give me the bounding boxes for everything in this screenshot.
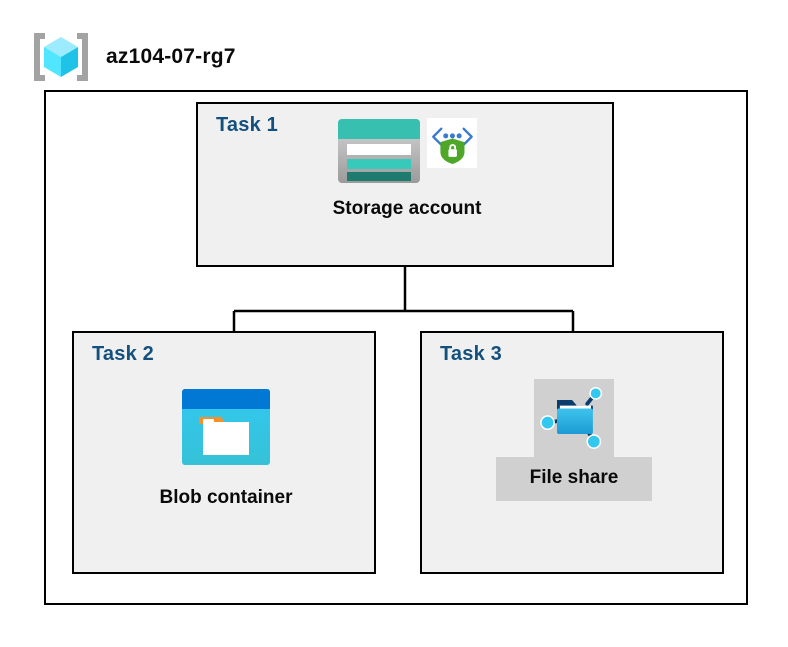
task-2-label: Task 2 xyxy=(92,343,154,365)
azure-resource-group-icon xyxy=(30,29,92,85)
file-share-icon xyxy=(538,383,610,456)
blob-container-node: Blob container xyxy=(104,388,348,509)
task-3-label: Task 3 xyxy=(440,343,502,365)
resource-group-header: az104-07-rg7 xyxy=(30,26,236,88)
blob-container-icon xyxy=(181,388,271,471)
storage-account-caption: Storage account xyxy=(332,198,482,219)
encryption-shield-icon xyxy=(427,118,477,173)
file-share-caption: File share xyxy=(529,467,619,488)
file-share-caption-highlight: File share xyxy=(495,457,653,501)
task-1-panel: Task 1 xyxy=(196,102,614,267)
task-2-panel: Task 2 Blob container xyxy=(72,331,376,574)
file-share-node: File share xyxy=(446,379,702,501)
storage-account-node: Storage account xyxy=(297,118,517,220)
storage-account-icon xyxy=(337,118,421,189)
file-share-icon-highlight xyxy=(534,379,614,459)
task-1-label: Task 1 xyxy=(216,114,278,136)
task-3-panel: Task 3 xyxy=(420,331,724,574)
storage-account-icon-group xyxy=(337,118,477,190)
blob-container-caption: Blob container xyxy=(159,487,293,508)
resource-group-name: az104-07-rg7 xyxy=(106,45,236,68)
